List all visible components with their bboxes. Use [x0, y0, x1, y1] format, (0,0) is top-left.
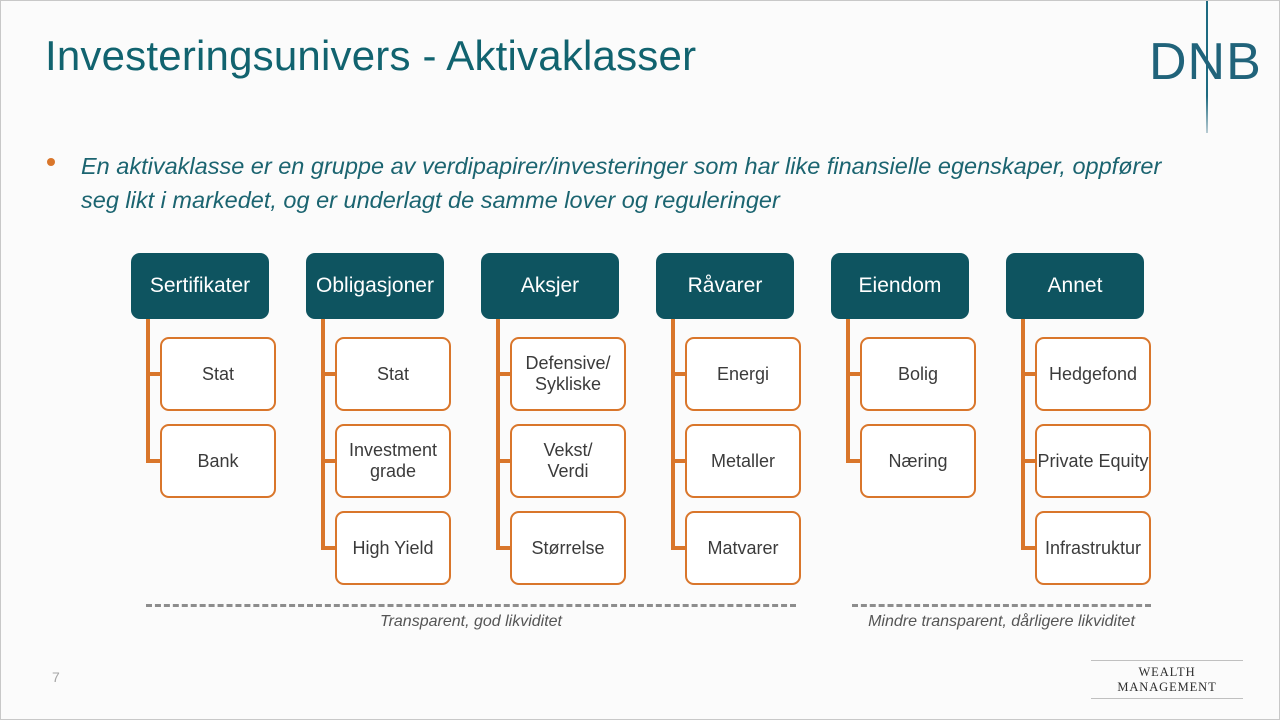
- liquidity-separator-line: [852, 604, 1151, 607]
- bullet-text: En aktivaklasse er en gruppe av verdipap…: [81, 153, 1162, 213]
- asset-subclass-box[interactable]: Investment grade: [335, 424, 451, 498]
- connector-stub: [146, 372, 162, 376]
- logo-wordmark: DNB: [1149, 33, 1262, 91]
- asset-subclass-box[interactable]: High Yield: [335, 511, 451, 585]
- asset-subclass-box[interactable]: Defensive/Sykliske: [510, 337, 626, 411]
- connector-stub: [671, 372, 687, 376]
- bullet-row: En aktivaklasse er en gruppe av verdipap…: [47, 149, 1197, 217]
- wm-label: WEALTH MANAGEMENT: [1117, 665, 1217, 694]
- connector-stub: [671, 459, 687, 463]
- connector-stub: [1021, 459, 1037, 463]
- asset-class-header[interactable]: Aksjer: [481, 253, 619, 319]
- asset-class-header[interactable]: Råvarer: [656, 253, 794, 319]
- asset-subclass-box[interactable]: Bank: [160, 424, 276, 498]
- asset-subclass-box[interactable]: Hedgefond: [1035, 337, 1151, 411]
- connector-stub: [321, 372, 337, 376]
- page-number: 7: [52, 669, 60, 685]
- connector-stub: [146, 459, 162, 463]
- connector-stub: [846, 372, 862, 376]
- connector-trunk: [321, 319, 325, 548]
- asset-subclass-box[interactable]: Matvarer: [685, 511, 801, 585]
- asset-class-header[interactable]: Annet: [1006, 253, 1144, 319]
- asset-subclass-box[interactable]: Vekst/Verdi: [510, 424, 626, 498]
- connector-stub: [496, 372, 512, 376]
- wm-rule-top: [1091, 660, 1243, 661]
- connector-trunk: [671, 319, 675, 548]
- connector-stub: [1021, 546, 1037, 550]
- connector-stub: [321, 459, 337, 463]
- asset-subclass-box[interactable]: Bolig: [860, 337, 976, 411]
- wealth-management-mark: WEALTH MANAGEMENT: [1091, 660, 1243, 699]
- dnb-logo: DNB: [1149, 1, 1261, 133]
- asset-class-header[interactable]: Sertifikater: [131, 253, 269, 319]
- liquidity-caption: Transparent, god likviditet: [379, 613, 562, 630]
- asset-class-header[interactable]: Obligasjoner: [306, 253, 444, 319]
- asset-subclass-box[interactable]: Stat: [335, 337, 451, 411]
- connector-stub: [321, 546, 337, 550]
- liquidity-caption: Mindre transparent, dårligere likviditet: [868, 613, 1135, 630]
- connector-stub: [671, 546, 687, 550]
- asset-subclass-box[interactable]: Metaller: [685, 424, 801, 498]
- wm-rule-bottom: [1091, 698, 1243, 699]
- asset-subclass-box[interactable]: Næring: [860, 424, 976, 498]
- asset-class-header[interactable]: Eiendom: [831, 253, 969, 319]
- connector-stub: [1021, 372, 1037, 376]
- page-title: Investeringsunivers - Aktivaklasser: [45, 32, 697, 79]
- asset-subclass-box[interactable]: Infrastruktur: [1035, 511, 1151, 585]
- asset-subclass-box[interactable]: Stat: [160, 337, 276, 411]
- connector-trunk: [496, 319, 500, 548]
- logo-stem-icon: [1206, 1, 1208, 133]
- asset-subclass-box[interactable]: Energi: [685, 337, 801, 411]
- connector-trunk: [846, 319, 850, 461]
- asset-subclass-box[interactable]: Private Equity: [1035, 424, 1151, 498]
- connector-stub: [496, 459, 512, 463]
- connector-trunk: [1021, 319, 1025, 548]
- bullet-dot-icon: [47, 158, 55, 166]
- connector-stub: [846, 459, 862, 463]
- asset-subclass-box[interactable]: Størrelse: [510, 511, 626, 585]
- connector-trunk: [146, 319, 150, 461]
- connector-stub: [496, 546, 512, 550]
- liquidity-separator-line: [146, 604, 796, 607]
